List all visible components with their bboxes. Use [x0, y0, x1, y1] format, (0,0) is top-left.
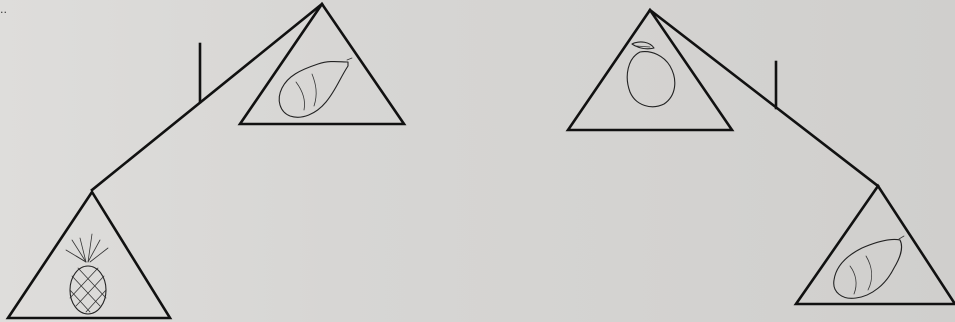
- right-balance-upper-triangle: [568, 10, 732, 130]
- left-balance-lower-pan: [8, 192, 170, 318]
- right-balance-lower-triangle: [796, 186, 955, 304]
- left-balance-beam: [92, 4, 322, 190]
- mango-icon: [627, 42, 675, 107]
- right-balance-beam: [650, 10, 878, 186]
- left-balance: [8, 4, 404, 318]
- papaya-icon: [834, 236, 904, 298]
- right-balance-lower-pan: [796, 186, 955, 304]
- pineapple-icon: [66, 234, 108, 314]
- left-balance-upper-pan: [240, 4, 404, 124]
- right-balance-upper-pan: [568, 10, 732, 130]
- papaya-icon: [279, 58, 352, 117]
- right-balance: [568, 10, 955, 304]
